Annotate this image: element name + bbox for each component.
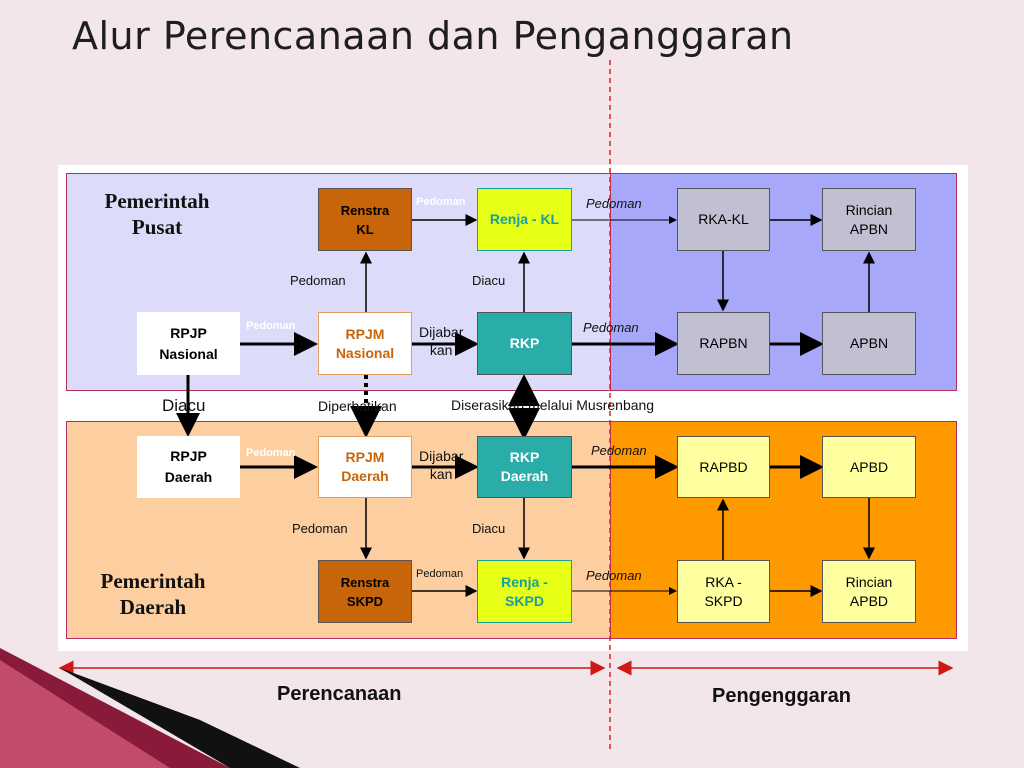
label-pedoman-renja-rka-skpd: Pedoman <box>586 568 642 583</box>
label-pedoman-renstra-renja-skpd: Pedoman <box>416 568 464 580</box>
node-rpjm-daerah: RPJM Daerah <box>318 436 412 498</box>
label-dijabarkan-nasional: Dijabar kan <box>419 324 464 358</box>
label-dijabarkan-daerah: Dijabar kan <box>419 448 464 482</box>
node-rincian-apbd: Rincian APBD <box>822 560 916 623</box>
node-renstra-skpd: Renstra SKPD <box>318 560 412 623</box>
page-title: Alur Perencanaan dan Penganggaran <box>72 14 794 58</box>
label-pedoman-rkpd-rapbd: Pedoman <box>591 443 647 458</box>
node-rpjm-nasional: RPJM Nasional <box>318 312 412 375</box>
node-rka-kl: RKA-KL <box>677 188 770 251</box>
label-pedoman-renja-rka: Pedoman <box>586 196 642 211</box>
node-rincian-apbn: Rincian APBN <box>822 188 916 251</box>
node-rpjp-daerah: RPJP Daerah <box>137 436 240 498</box>
node-renja-skpd: Renja - SKPD <box>477 560 572 623</box>
node-rkp-daerah: RKP Daerah <box>477 436 572 498</box>
heading-pemerintah-daerah: Pemerintah Daerah <box>100 569 206 619</box>
label-pedoman-rpjm-renstra: Pedoman <box>290 273 346 288</box>
node-rkp: RKP <box>477 312 572 375</box>
label-pedoman-rpjpd-rpjmd: Pedoman <box>246 447 296 459</box>
label-pedoman-rkp-rapbn: Pedoman <box>583 320 639 335</box>
node-rka-skpd: RKA - SKPD <box>677 560 770 623</box>
label-pedoman-rpjmd-renstra: Pedoman <box>292 521 348 536</box>
node-rpjp-nasional: RPJP Nasional <box>137 312 240 375</box>
node-rapbd: RAPBD <box>677 436 770 498</box>
label-diacu-rkpd-renja: Diacu <box>472 521 506 536</box>
phase-perencanaan-label: Perencanaan <box>277 683 402 705</box>
label-pedoman-renstra-renja: Pedoman <box>416 196 466 208</box>
node-renstra-kl: Renstra KL <box>318 188 412 251</box>
phase-penganggaran-label: Pengenggaran <box>712 685 851 707</box>
label-pedoman-rpjp-rpjm: Pedoman <box>246 320 296 332</box>
label-diperhatikan: Diperhatikan <box>318 398 397 414</box>
node-rapbn: RAPBN <box>677 312 770 375</box>
label-diserasikan: Diserasikan melalui Musrenbang <box>451 397 655 413</box>
label-diacu-rkp-renja: Diacu <box>472 273 506 288</box>
node-apbd: APBD <box>822 436 916 498</box>
label-diacu-rpjp: Diacu <box>162 396 206 415</box>
node-renja-kl: Renja - KL <box>477 188 572 251</box>
node-apbn: APBN <box>822 312 916 375</box>
heading-pemerintah-pusat: Pemerintah Pusat <box>104 189 210 239</box>
